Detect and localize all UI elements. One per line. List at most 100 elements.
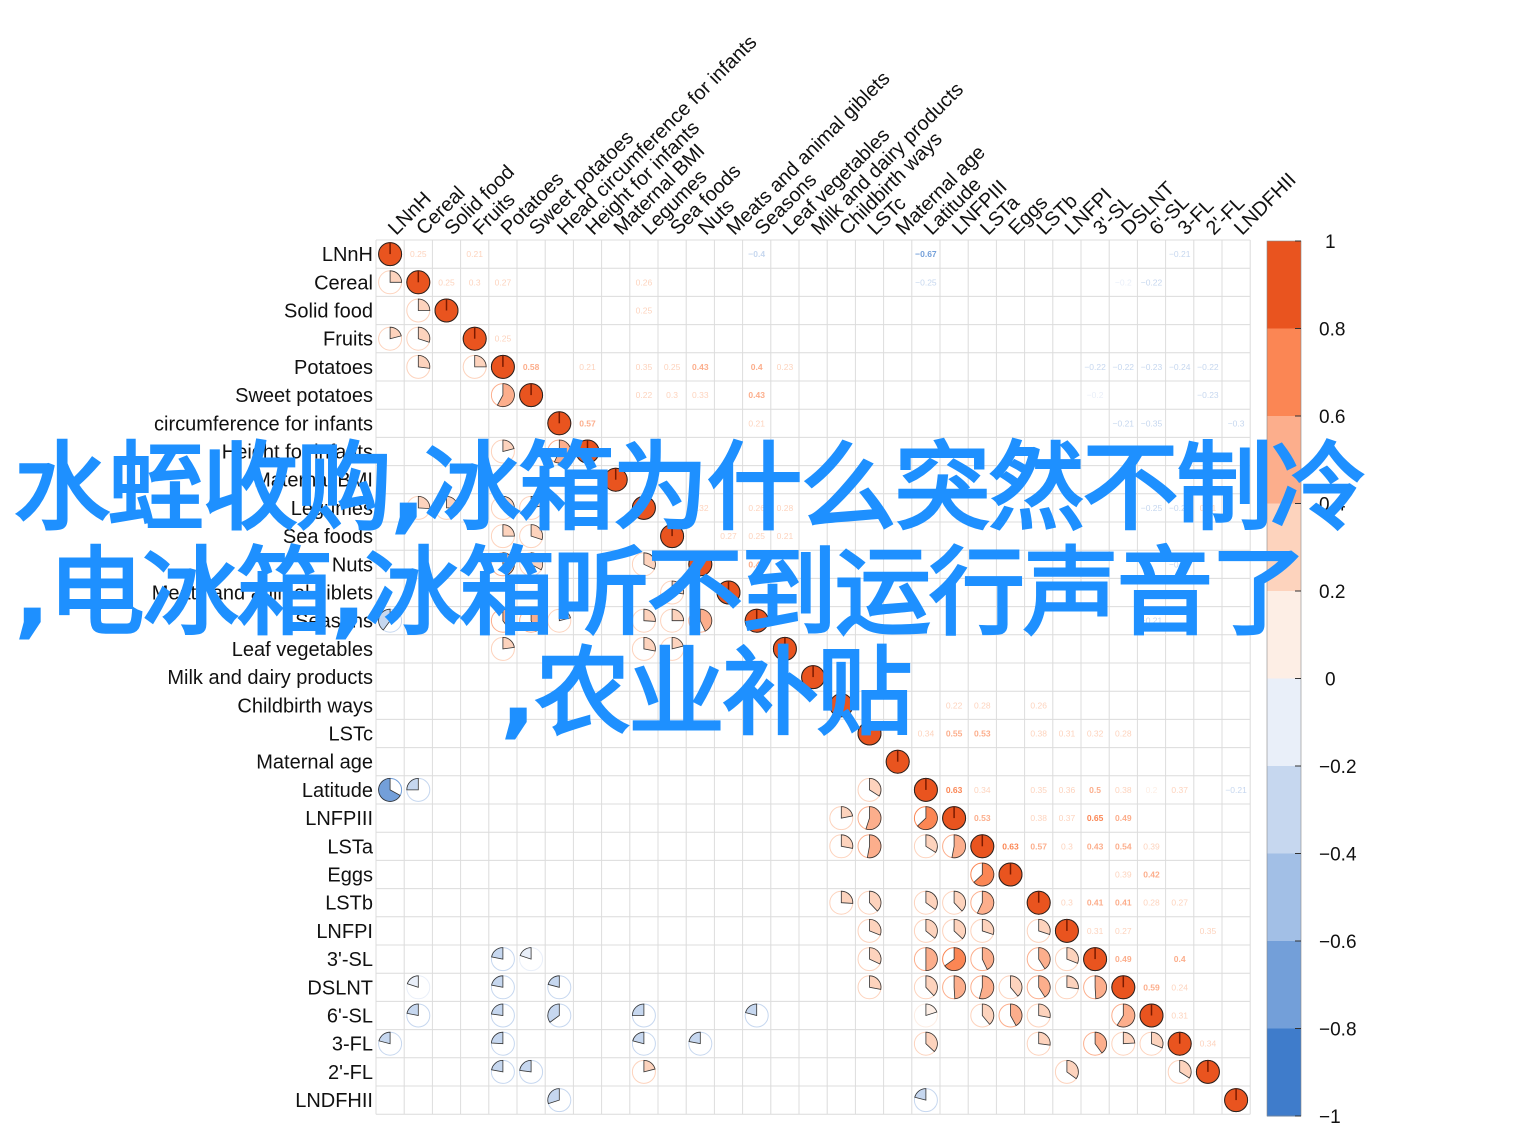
pie-mark (688, 608, 713, 633)
pie-mark (1224, 1088, 1249, 1113)
pie-mark (1054, 918, 1079, 943)
pie-mark (519, 524, 544, 549)
correlation-label: 0.21 (466, 249, 483, 259)
pie-mark (490, 636, 515, 661)
row-label: LNFPIII (305, 808, 373, 830)
correlation-label: 0.25 (664, 362, 681, 372)
pie-mark (631, 1003, 656, 1028)
pie-mark (942, 806, 967, 831)
pie-mark (490, 1031, 515, 1056)
pie-mark (406, 270, 431, 295)
pie-mark (970, 862, 995, 887)
colorbar-band (1267, 941, 1301, 1029)
pie-mark (406, 354, 431, 379)
pie-wedge (406, 1003, 419, 1016)
pie-wedge (1179, 1059, 1192, 1079)
correlation-label: 0.57 (1030, 841, 1047, 851)
pie-mark (913, 918, 938, 943)
pie-mark (1083, 1031, 1108, 1056)
pie-mark (378, 242, 403, 267)
pie-wedge (865, 806, 882, 830)
pie-mark (772, 636, 797, 661)
pie-mark (1139, 1031, 1164, 1056)
pie-wedge (643, 1059, 656, 1073)
pie-wedge (631, 1003, 645, 1016)
colorbar-tick-label: 0.6 (1319, 407, 1345, 428)
pie-wedge (914, 1088, 927, 1101)
correlation-label: 0.32 (1087, 729, 1104, 739)
pie-mark (801, 665, 826, 690)
pie-mark (970, 834, 995, 859)
correlation-label: 0.35 (636, 362, 653, 372)
pie-mark (1083, 975, 1108, 1000)
pie-wedge (869, 975, 882, 990)
correlation-label: 0.35 (1030, 785, 1047, 795)
pie-mark (490, 552, 515, 577)
pie-mark (1026, 1031, 1051, 1056)
colorbar-band (1267, 416, 1301, 504)
pie-wedge (378, 777, 401, 802)
pie-mark (1167, 1031, 1192, 1056)
pie-mark (462, 354, 487, 379)
pie-wedge (553, 439, 572, 464)
correlation-label: 0.22 (946, 700, 963, 710)
correlation-label: −0.23 (1141, 362, 1163, 372)
pie-mark (998, 862, 1023, 887)
pie-mark (857, 777, 882, 802)
overlay-title-line-1: 水蛭收购,冰箱为什么突然不制冷 (14, 432, 1366, 544)
pie-wedge (840, 834, 854, 849)
pie-mark (1111, 1003, 1136, 1028)
correlation-label: 0.27 (495, 277, 512, 287)
row-label: Seasons (295, 611, 373, 633)
pie-mark (631, 495, 656, 520)
pie-wedge (671, 608, 685, 622)
pie-mark (1111, 1031, 1136, 1056)
colorbar-band (1267, 1028, 1301, 1117)
pie-mark (547, 411, 572, 436)
pie-mark (970, 1003, 995, 1028)
pie-wedge (547, 975, 560, 988)
correlation-label: 0.43 (1087, 841, 1104, 851)
pie-mark (998, 1003, 1023, 1028)
correlation-label: 0.3 (469, 277, 481, 287)
pie-wedge (378, 1031, 391, 1045)
correlation-label: 0.53 (974, 813, 991, 823)
pie-mark (660, 580, 685, 605)
pie-wedge (978, 975, 995, 1000)
pie-mark (1026, 918, 1051, 943)
correlation-label: 0.33 (692, 390, 709, 400)
row-label: Milk and dairy products (167, 667, 373, 689)
correlation-label: 0.2 (1146, 785, 1158, 795)
correlation-label: 0.26 (636, 277, 653, 287)
pie-mark (519, 383, 544, 408)
grid (375, 239, 1251, 1115)
pie-mark (547, 608, 572, 633)
correlation-label: 0.3 (1061, 841, 1073, 851)
pie-wedge (446, 495, 459, 509)
colorbar-tick-label: 0.8 (1319, 320, 1345, 341)
correlation-label: 0.34 (918, 729, 935, 739)
row-label: 6'-SL (327, 1006, 373, 1028)
correlation-label: 0.31 (1171, 1011, 1188, 1021)
correlation-label: 0.23 (777, 362, 794, 372)
pie-mark (378, 270, 403, 295)
correlation-label: 0.36 (1059, 785, 1076, 795)
pie-mark (519, 1059, 544, 1084)
pie-mark (490, 975, 515, 1000)
pie-wedge (1038, 1003, 1051, 1019)
correlation-label: 0.37 (1059, 813, 1076, 823)
row-label: LNnH (322, 244, 373, 266)
pie-mark (519, 495, 544, 520)
row-label: LSTa (327, 836, 373, 858)
pie-mark (688, 1031, 713, 1056)
pie-wedge (389, 270, 403, 283)
pie-mark (913, 1088, 938, 1113)
correlation-label: 0.25 (495, 334, 512, 344)
pie-mark (857, 890, 882, 915)
pie-mark (406, 777, 431, 802)
pie-wedge (1066, 1059, 1079, 1080)
correlation-label: 0.26 (748, 503, 765, 513)
pie-wedge (925, 834, 938, 854)
pie-mark (1111, 975, 1136, 1000)
pie-wedge (869, 918, 882, 936)
